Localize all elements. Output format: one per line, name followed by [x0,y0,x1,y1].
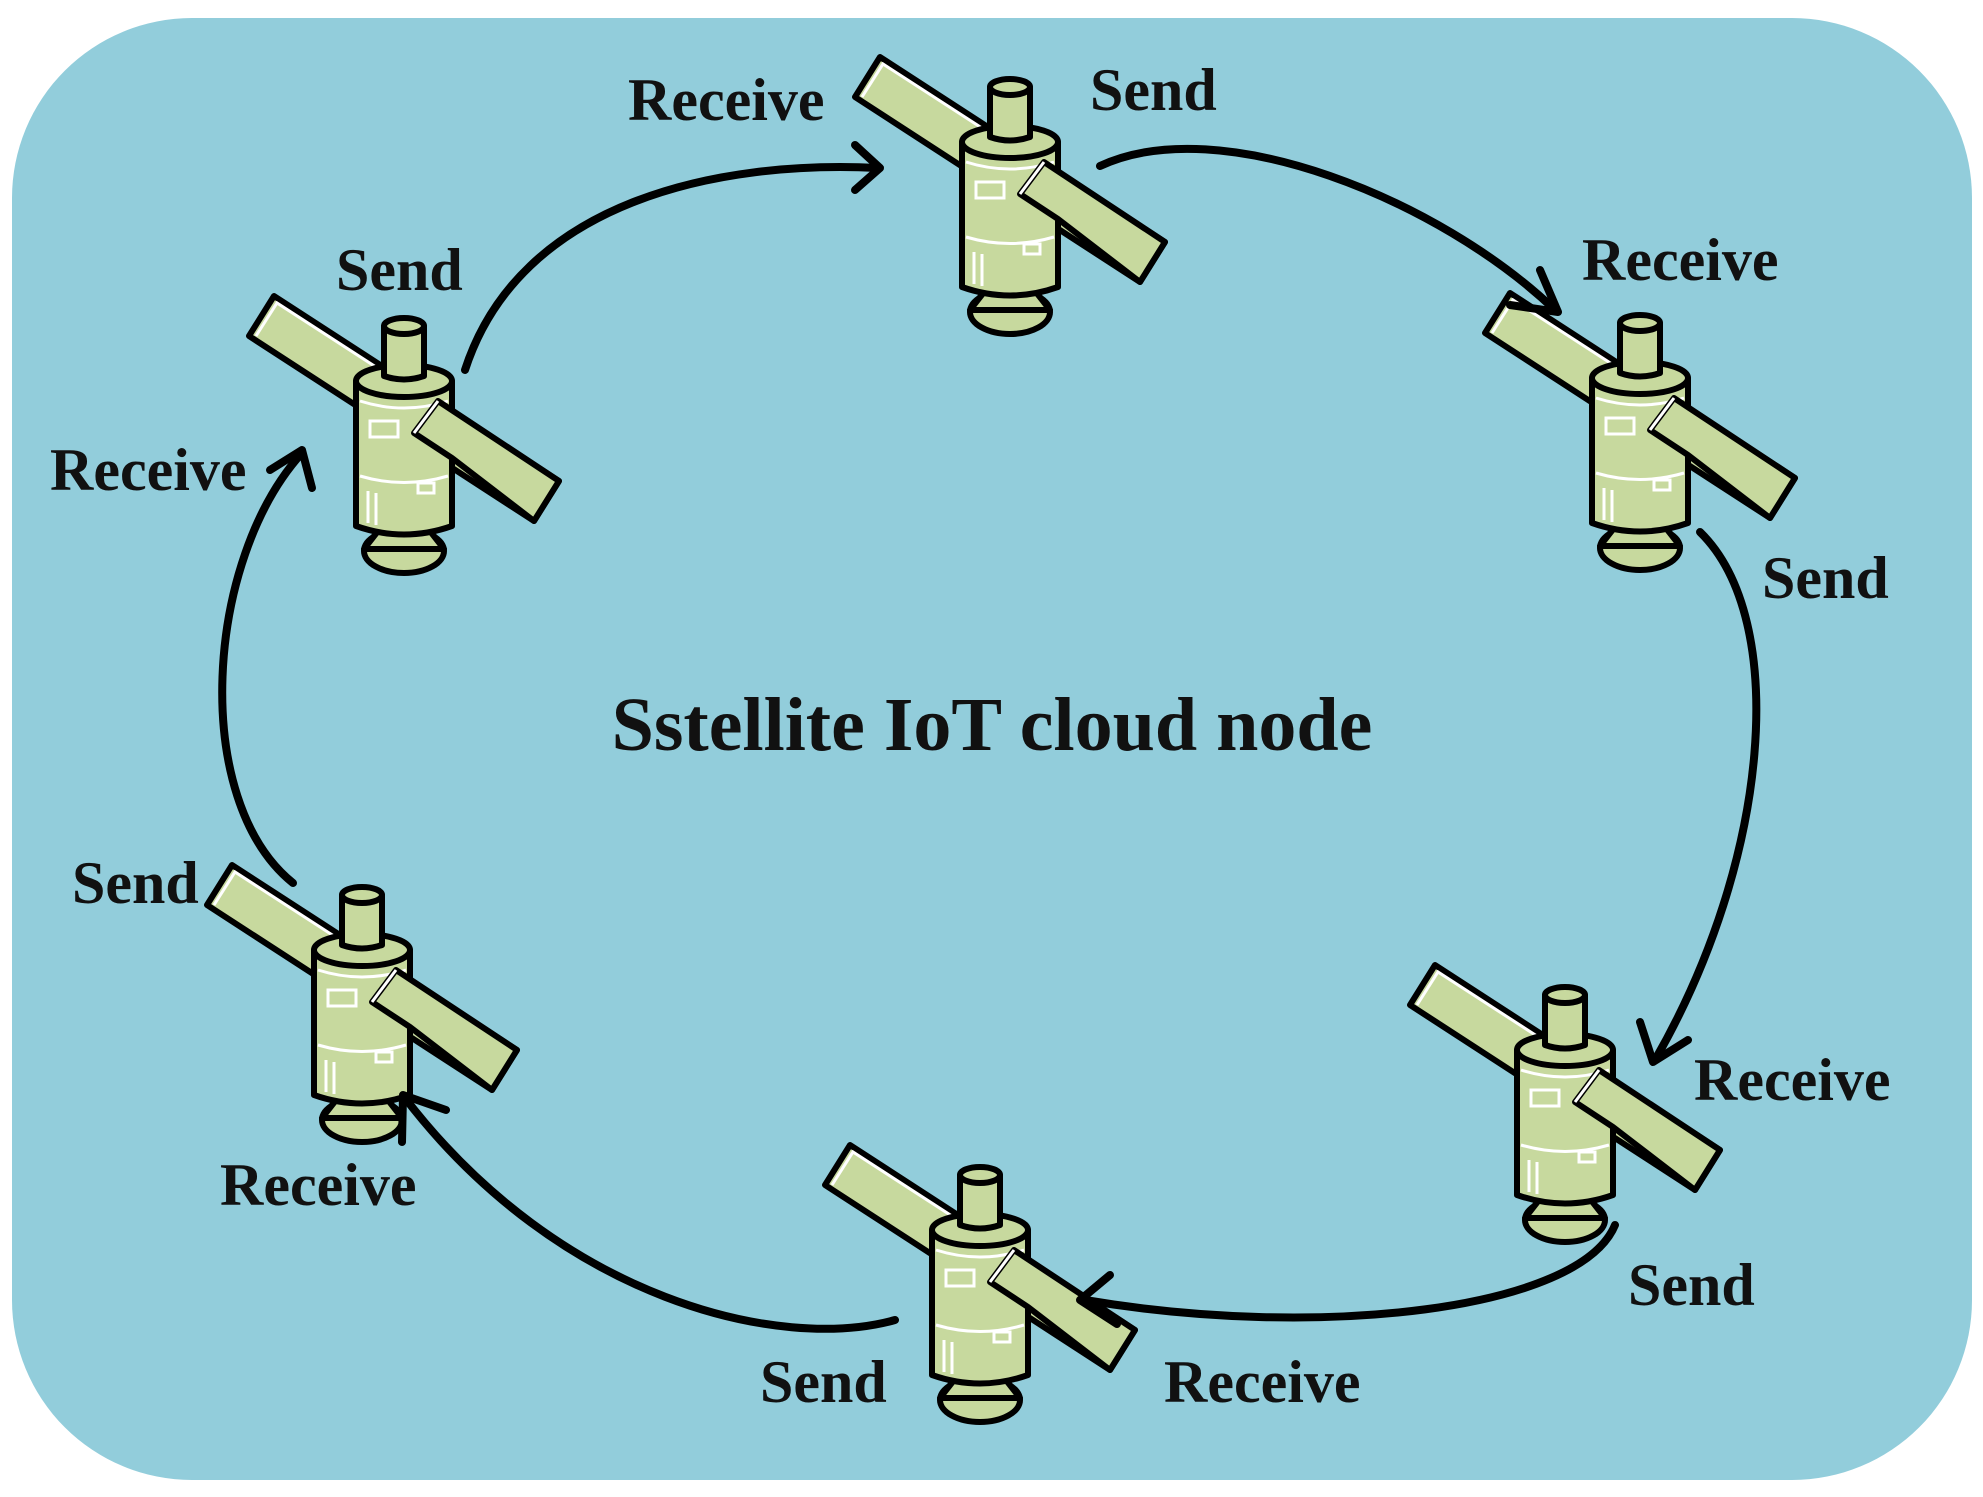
send-label-lower-right: Send [1628,1252,1755,1318]
send-label-lower-left: Send [72,850,199,916]
send-label-top: Send [1090,57,1217,123]
send-label-upper-right: Send [1762,545,1889,611]
send-label-upper-left: Send [336,237,463,303]
send-label-bottom: Send [760,1349,887,1415]
arrow-lower-right-to-bottom [1076,1221,1619,1328]
receive-label-top: Receive [628,67,825,133]
background-panel [12,18,1972,1480]
diagram-title: Sstellite IoT cloud node [612,683,1373,767]
receive-label-upper-right: Receive [1582,227,1779,293]
receive-label-bottom: Receive [1164,1349,1361,1415]
arrow-top-to-upper-right [1096,144,1562,316]
arrow-bottom-to-lower-left [398,1091,899,1333]
arrow-upper-left-to-top [461,141,884,374]
receive-label-lower-left: Receive [220,1152,417,1218]
receive-label-lower-right: Receive [1694,1047,1891,1113]
arrow-lower-left-to-upper-left [218,446,316,887]
arrow-upper-right-to-lower-right [1636,528,1761,1066]
receive-label-upper-left: Receive [50,437,247,503]
